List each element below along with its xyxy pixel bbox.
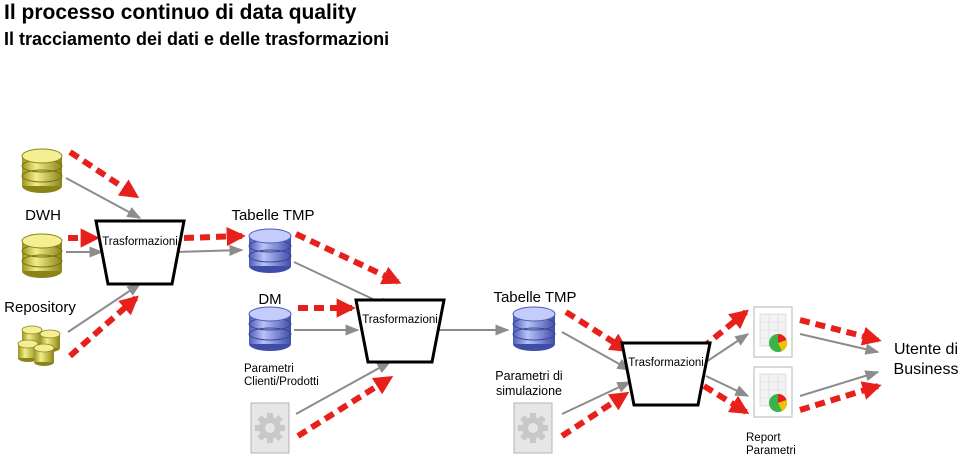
lineage-arrow <box>564 309 630 353</box>
gear-document-icon <box>250 402 290 454</box>
flow-arrow <box>561 381 632 415</box>
lineage-arrow <box>68 149 140 199</box>
lineage-arrow <box>702 383 750 415</box>
transformation-box-3: Trasformazioni <box>620 341 712 407</box>
transformation-box-2: Trasformazioni <box>354 298 446 364</box>
tabelle-tmp-label: Tabelle TMP <box>231 207 314 224</box>
tabelle-tmp-database-icon <box>248 228 292 274</box>
lineage-arrow <box>296 375 394 439</box>
lineage-arrow <box>799 381 882 413</box>
flow-arrow <box>67 283 142 333</box>
dm-label: DM <box>258 291 281 308</box>
repository-label: Repository <box>4 299 76 316</box>
report-label: Parametri <box>746 445 796 456</box>
dm-database-icon <box>248 306 292 352</box>
flow-arrow <box>705 333 750 363</box>
report-pie-chart-icon <box>753 366 793 418</box>
dwh-label: DWH <box>25 207 61 224</box>
tabelle-tmp-database-icon <box>512 306 556 352</box>
flow-arrow <box>295 361 392 415</box>
transformation-label: Trasformazioni <box>362 314 438 326</box>
transformation-label: Trasformazioni <box>102 236 178 248</box>
report-pie-chart-icon <box>753 306 793 358</box>
transformation-box-1: Trasformazioni <box>94 219 186 286</box>
lineage-arrows <box>68 149 882 439</box>
flow-arrow <box>561 331 632 371</box>
lineage-arrow <box>294 231 402 285</box>
lineage-arrow <box>799 317 882 346</box>
dwh-database-icon <box>21 233 63 279</box>
flow-arrow <box>65 177 142 219</box>
business-user-label: Business <box>894 361 959 378</box>
lineage-arrow <box>560 391 630 439</box>
repository-database-icon <box>17 325 61 367</box>
solid-flow-arrows <box>65 177 880 415</box>
parametri-clienti-label: Clienti/Prodotti <box>244 376 319 388</box>
business-user-label: Utente di <box>894 341 958 358</box>
flow-arrow <box>799 370 880 397</box>
report-label: Report <box>746 432 781 444</box>
flow-arrow <box>705 375 750 397</box>
flow-arrow <box>799 333 880 355</box>
flow-arrow <box>175 244 244 256</box>
tabelle-tmp-label: Tabelle TMP <box>493 289 576 306</box>
parametri-simulazione-label: simulazione <box>496 384 562 398</box>
lineage-arrow <box>68 295 139 359</box>
parametri-clienti-label: Parametri <box>244 363 294 375</box>
page-title: Il processo continuo di data quality <box>4 1 357 24</box>
gear-document-icon <box>513 402 553 454</box>
page-subtitle: Il tracciamento dei dati e delle trasfor… <box>4 29 390 49</box>
transformation-label: Trasformazioni <box>628 357 704 369</box>
parametri-simulazione-label: Parametri di <box>495 369 562 383</box>
lineage-arrow <box>183 226 246 247</box>
dwh-database-icon <box>21 148 63 194</box>
